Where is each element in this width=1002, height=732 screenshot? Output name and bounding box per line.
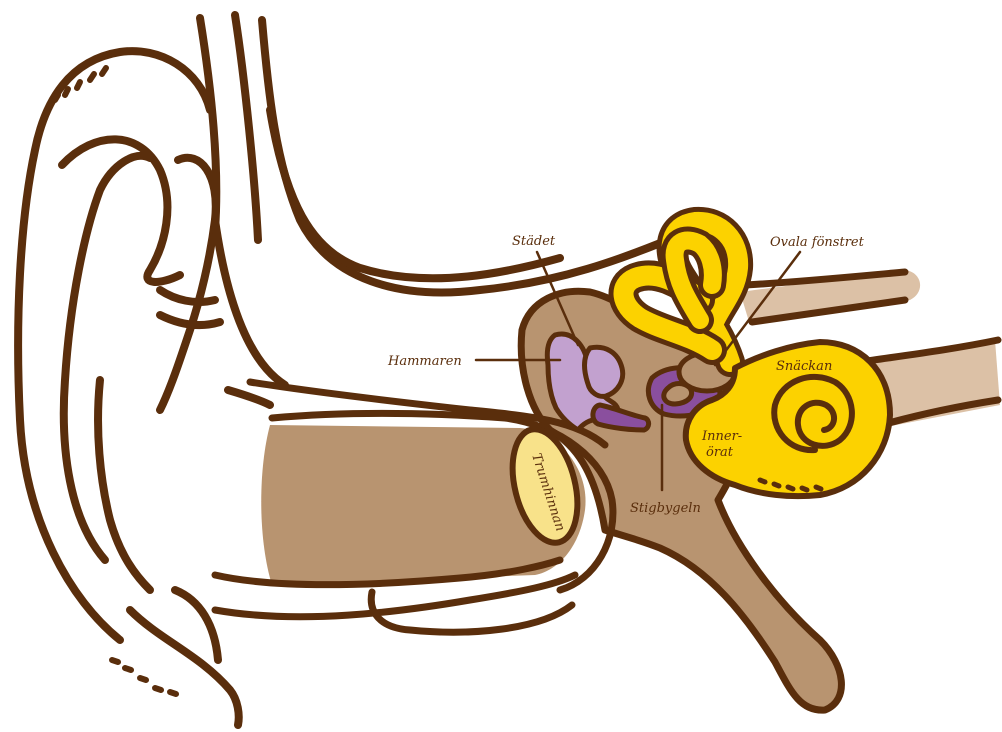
lobe-outline: [130, 610, 239, 725]
label-inner-line2: örat: [706, 445, 734, 460]
pinna-ridge-1: [160, 290, 215, 302]
label-inner-line1: Inner-: [701, 429, 742, 444]
anvil-ossicle: [585, 347, 623, 396]
label-stigbygeln: Stigbygeln: [630, 501, 701, 516]
pinna-back-2: [235, 15, 258, 240]
label-snackan: Snäckan: [776, 359, 832, 374]
head-skin-line-2: [215, 220, 285, 385]
pinna-back-1: [200, 18, 216, 230]
label-hammaren: Hammaren: [387, 354, 462, 369]
tragus-outline: [228, 390, 270, 405]
label-ovala-fonstret: Ovala fönstret: [770, 235, 865, 250]
head-skin-line-3: [270, 110, 560, 278]
label-stadet: Städet: [512, 234, 556, 249]
